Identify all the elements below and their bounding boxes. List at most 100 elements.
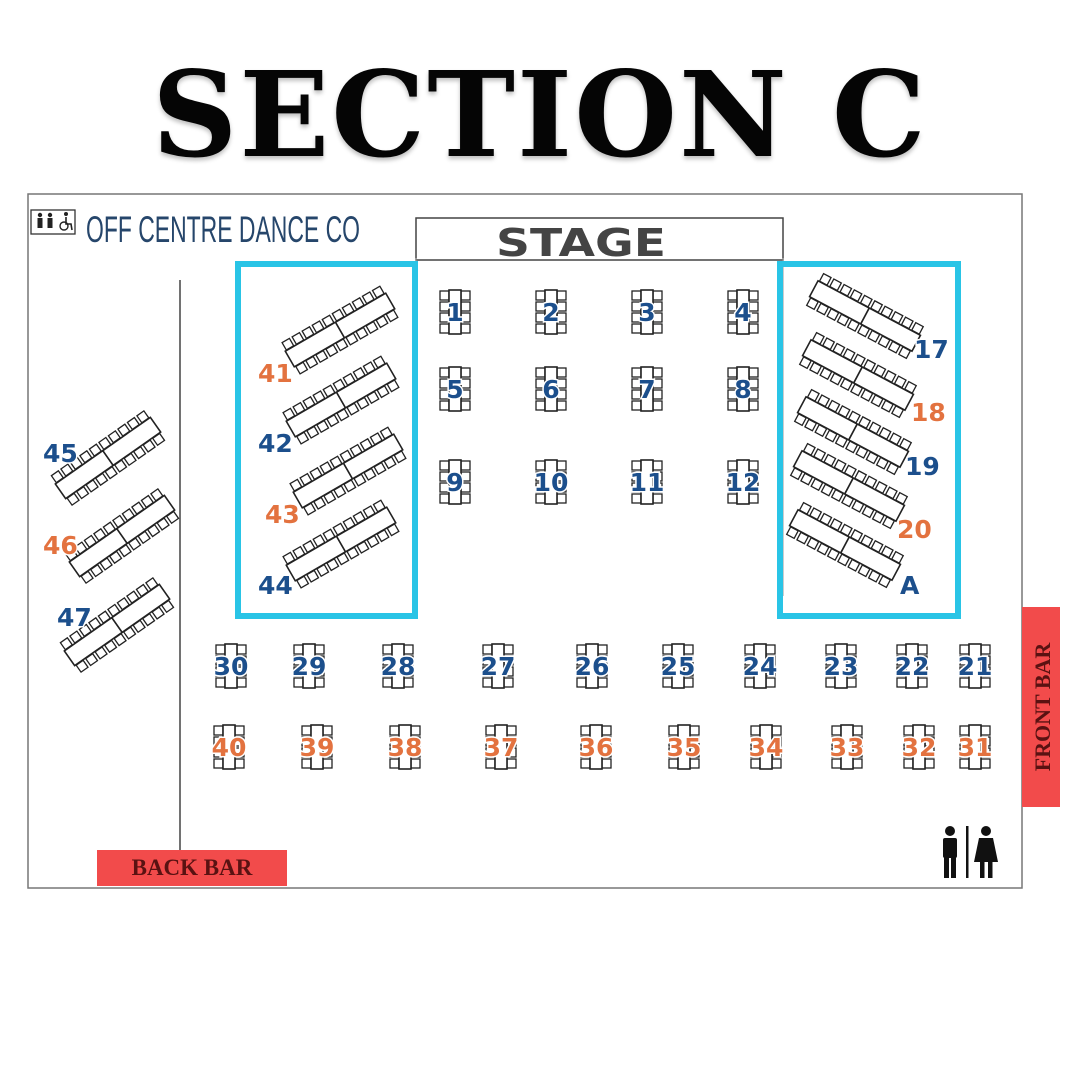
table-18[interactable]: 18 <box>798 331 947 429</box>
table-top <box>494 724 508 770</box>
table-40[interactable]: 40 <box>210 724 248 770</box>
table-9[interactable]: 9 <box>439 459 471 505</box>
table-44[interactable]: 44 <box>257 499 400 602</box>
table-32[interactable]: 32 <box>900 724 938 770</box>
table-number: 24 <box>743 652 778 681</box>
table-47[interactable]: 47 <box>56 577 175 674</box>
table-number: 10 <box>534 468 569 497</box>
highlight-area-left <box>235 261 418 619</box>
table-34[interactable]: 34 <box>747 724 785 770</box>
table-2[interactable]: 2 <box>535 289 567 335</box>
table-29[interactable]: 29 <box>290 643 328 689</box>
table-11[interactable]: 11 <box>628 459 666 505</box>
table-6[interactable]: 6 <box>535 366 567 412</box>
table-23[interactable]: 23 <box>822 643 860 689</box>
table-1[interactable]: 1 <box>439 289 471 335</box>
table-36[interactable]: 36 <box>577 724 615 770</box>
table-25[interactable]: 25 <box>659 643 697 689</box>
table-number: 29 <box>292 652 327 681</box>
table-39[interactable]: 39 <box>298 724 336 770</box>
table-number: 37 <box>484 733 519 762</box>
table-3[interactable]: 3 <box>631 289 663 335</box>
table-number: 11 <box>630 468 665 497</box>
front-bar-label: FRONT BAR <box>1030 642 1055 772</box>
table-number: 26 <box>575 652 610 681</box>
table-top <box>334 292 396 339</box>
table-24[interactable]: 24 <box>741 643 779 689</box>
table-17[interactable]: 17 <box>805 272 950 366</box>
table-8[interactable]: 8 <box>727 366 759 412</box>
table-number: 25 <box>661 652 696 681</box>
table-41[interactable]: 41 <box>257 285 399 390</box>
table-45[interactable]: 45 <box>42 410 166 507</box>
table-number: 42 <box>258 429 293 458</box>
table-27[interactable]: 27 <box>479 643 517 689</box>
table-22[interactable]: 22 <box>893 643 931 689</box>
table-37[interactable]: 37 <box>482 724 520 770</box>
table-top <box>736 289 750 335</box>
table-A[interactable]: A <box>785 501 922 602</box>
table-20[interactable]: 20 <box>789 442 933 546</box>
table-7[interactable]: 7 <box>631 366 663 412</box>
table-30[interactable]: 30 <box>212 643 250 689</box>
table-top <box>736 459 750 505</box>
table-5[interactable]: 5 <box>439 366 471 412</box>
table-number: 36 <box>579 733 614 762</box>
page-title: SECTION C <box>152 45 928 184</box>
table-top <box>852 365 915 412</box>
table-10[interactable]: 10 <box>532 459 570 505</box>
table-number: 44 <box>258 571 293 600</box>
table-top <box>905 643 919 689</box>
table-top <box>859 306 922 353</box>
stage <box>415 217 784 261</box>
table-43[interactable]: 43 <box>264 426 407 531</box>
table-top <box>448 289 462 335</box>
left-diagonal-tables: 41 42 43 44 <box>257 285 407 602</box>
table-top <box>448 459 462 505</box>
table-top <box>335 506 397 553</box>
table-38[interactable]: 38 <box>386 724 424 770</box>
table-top <box>677 724 691 770</box>
table-33[interactable]: 33 <box>828 724 866 770</box>
table-number: 30 <box>214 652 249 681</box>
table-42[interactable]: 42 <box>257 355 400 460</box>
table-number: 33 <box>830 733 865 762</box>
table-number: 31 <box>958 733 993 762</box>
table-number: 45 <box>43 439 78 468</box>
table-12[interactable]: 12 <box>724 459 762 505</box>
table-21[interactable]: 21 <box>956 643 994 689</box>
table-top <box>101 416 162 467</box>
table-top <box>840 724 854 770</box>
table-46[interactable]: 46 <box>42 488 180 585</box>
table-number: 27 <box>481 652 516 681</box>
table-top <box>110 583 171 634</box>
table-31[interactable]: 31 <box>956 724 994 770</box>
table-top <box>302 643 316 689</box>
back-bar <box>97 850 287 886</box>
table-28[interactable]: 28 <box>379 643 417 689</box>
table-number: 6 <box>542 375 559 404</box>
table-number: 35 <box>667 733 702 762</box>
table-26[interactable]: 26 <box>573 643 611 689</box>
table-35[interactable]: 35 <box>665 724 703 770</box>
table-number: 5 <box>446 375 463 404</box>
table-19[interactable]: 19 <box>793 388 941 483</box>
table-number: 43 <box>265 500 300 529</box>
table-top <box>912 724 926 770</box>
table-top <box>398 724 412 770</box>
table-number: A <box>900 571 920 600</box>
table-number: 23 <box>824 652 859 681</box>
table-top <box>544 459 558 505</box>
table-top <box>310 724 324 770</box>
table-number: 20 <box>897 515 932 544</box>
table-top <box>544 289 558 335</box>
table-top <box>585 643 599 689</box>
room-outline <box>27 193 1023 889</box>
table-top <box>222 724 236 770</box>
table-number: 38 <box>388 733 423 762</box>
table-number: 3 <box>638 298 655 327</box>
table-4[interactable]: 4 <box>727 289 759 335</box>
